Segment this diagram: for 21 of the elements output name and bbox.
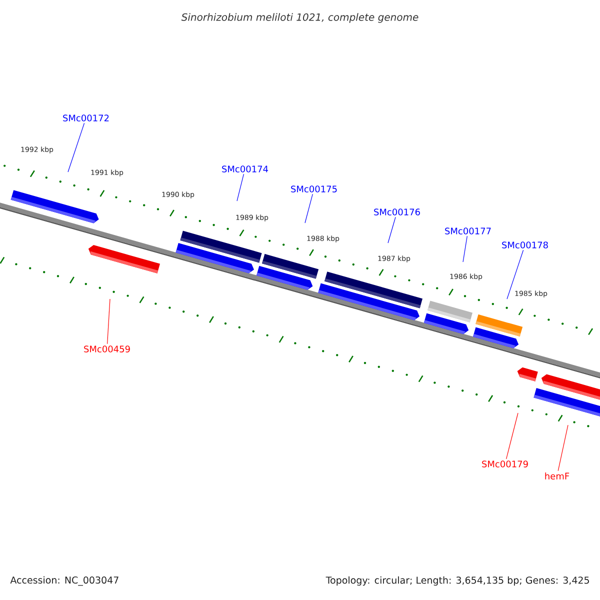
- gene-label: SMc00172: [63, 114, 109, 122]
- gene-label: hemF: [545, 472, 570, 480]
- gene-label: SMc00175: [291, 186, 337, 192]
- gene-label: SMc00459: [84, 346, 130, 352]
- gene-label: SMc00177: [445, 228, 491, 234]
- footer-text: Topology: circular; Length: 3,654,135 bp; Genes: 3,425: [326, 576, 589, 586]
- leader-line: [506, 412, 518, 460]
- leader-line: [462, 236, 468, 262]
- leader-line: [304, 194, 313, 224]
- leader-line: [236, 174, 244, 202]
- leader-line: [68, 122, 85, 172]
- gene-label: SMc00178: [502, 242, 548, 248]
- gene-label: SMc00174: [222, 166, 268, 172]
- gene-label: SMc00176: [374, 208, 420, 216]
- title: Sinorhizobium meliloti 1021, complete genome: [181, 13, 418, 23]
- leader-line: [506, 250, 524, 300]
- footer-text: Accession: NC_003047: [10, 576, 118, 586]
- leader-line: [107, 298, 110, 344]
- leader-line: [558, 424, 568, 472]
- gene-label: SMc00179: [482, 460, 528, 468]
- leader-line: [388, 216, 396, 244]
